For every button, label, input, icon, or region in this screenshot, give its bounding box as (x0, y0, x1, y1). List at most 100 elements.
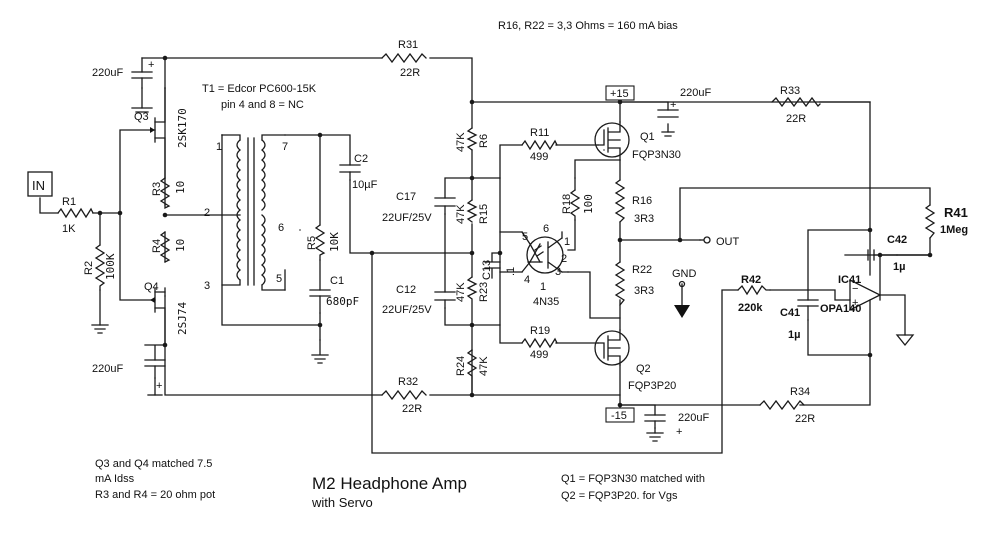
label-r23: R23 (478, 282, 490, 302)
transformer-pin-1: 1 (216, 141, 222, 153)
label-q1-part: FQP3N30 (632, 149, 681, 161)
resistor-r31 (381, 52, 427, 64)
ground-c1 (311, 339, 329, 364)
label-c42-value: 1µ (893, 261, 905, 273)
ground-opamp (895, 334, 915, 347)
label-r42-value: 220k (738, 302, 763, 314)
resistor-r16 (614, 179, 626, 223)
in-port: IN (27, 171, 53, 197)
label-ic41-part: OPA140 (820, 303, 861, 315)
resistor-r42 (737, 284, 771, 296)
opamp-plus: + (852, 297, 858, 309)
label-q4-part: 2SJ74 (176, 302, 189, 335)
label-r11: R11 (530, 127, 549, 139)
jfet-q3 (150, 87, 166, 179)
label-r42: R42 (741, 274, 761, 286)
note-transformer-2: pin 4 and 8 = NC (221, 99, 304, 111)
plus-sign: + (148, 59, 154, 71)
label-ic41: IC41 (838, 274, 861, 286)
label-c-top-right: 220uF (680, 87, 711, 99)
note-mosfet-2: Q2 = FQP3P20. for Vgs (561, 490, 678, 502)
label-r5: R5 (306, 236, 318, 250)
mosfet-q1 (594, 121, 630, 161)
label-c41-value: 1µ (788, 329, 800, 341)
resistor-r34 (759, 399, 805, 411)
capacitor-c-bot-left: + (144, 359, 166, 392)
optocoupler-4n35 (521, 231, 569, 274)
resistor-r4 (159, 231, 171, 263)
resistor-r33 (771, 96, 821, 108)
ground-r2 (91, 324, 109, 334)
label-4n35: 4N35 (533, 296, 559, 308)
label-r41: R41 (944, 205, 968, 220)
plus-sign: + (156, 380, 162, 392)
label-r18-value: 100 (582, 194, 595, 214)
label-r1-value: 1K (62, 223, 76, 235)
capacitor-c-top-right: + (657, 99, 679, 137)
resistor-r3 (159, 177, 171, 210)
transformer-pin-3: 3 (204, 280, 210, 292)
capacitor-c42 (867, 249, 898, 261)
label-r32-value: 22R (402, 403, 422, 415)
label-r33-value: 22R (786, 113, 806, 125)
capacitor-c2 (339, 164, 361, 181)
label-r31: R31 (398, 39, 418, 51)
jfet-q4 (150, 287, 166, 346)
label-q4: Q4 (144, 281, 159, 293)
opamp-minus: − (852, 283, 858, 295)
label-r16-value: 3R3 (634, 213, 654, 225)
gnd-label: GND (672, 268, 697, 280)
vneg-port: -15 (605, 407, 635, 423)
label-q1: Q1 (640, 131, 655, 143)
note-jfet-2: mA Idss (95, 473, 135, 485)
label-r31-value: 22R (400, 67, 420, 79)
label-c-bot-right: 220uF (678, 412, 709, 424)
label-r18: R18 (561, 194, 573, 214)
label-r24: R24 (455, 356, 467, 376)
label-r33: R33 (780, 85, 800, 97)
label-r3-value: 10 (174, 181, 187, 194)
label-c2-value: 10µF (352, 179, 378, 191)
resistor-r19 (521, 337, 558, 349)
label-r24-value: 47K (478, 356, 490, 376)
label-r11-value: 499 (530, 151, 548, 163)
label-c12: C12 (396, 284, 416, 296)
capacitor-c12 (434, 291, 456, 309)
opto-pin-6: 6 (543, 223, 549, 235)
label-r6-value: 47K (455, 132, 467, 152)
plus-sign: + (670, 99, 676, 111)
capacitor-c-top-left: + (131, 59, 154, 113)
label-r16: R16 (632, 195, 652, 207)
resistor-r32 (381, 389, 427, 401)
capacitor-c41 (797, 299, 819, 321)
resistor-r23 (466, 276, 478, 300)
resistor-r41 (924, 204, 936, 239)
vneg-label: -15 (611, 410, 627, 422)
note-transformer-1: T1 = Edcor PC600-15K (202, 83, 317, 95)
label-c17-value: 22UF/25V (382, 212, 432, 224)
notes: R16, R22 = 3,3 Ohms = 160 mA bias T1 = E… (95, 20, 705, 502)
label-r3: R3 (151, 182, 163, 196)
label-r19: R19 (530, 325, 550, 337)
opto-pin-5: 5 (522, 231, 528, 243)
page-subtitle: with Servo (311, 495, 373, 510)
label-r4-value: 10 (174, 239, 187, 252)
transformer-t1 (204, 134, 286, 291)
out-port: OUT (699, 236, 740, 248)
label-q2: Q2 (636, 363, 651, 375)
capacitor-c17 (434, 197, 456, 215)
transformer-pin-2: 2 (204, 207, 210, 219)
label-r19-value: 499 (530, 349, 548, 361)
resistor-r15 (466, 199, 478, 223)
capacitor-c13 (484, 252, 501, 279)
label-r41-value: 1Meg (940, 224, 968, 236)
note-jfet-3: R3 and R4 = 20 ohm pot (95, 489, 215, 501)
label-r23-value: 47K (455, 282, 467, 302)
label-r1: R1 (62, 196, 76, 208)
resistor-r24 (466, 349, 478, 396)
label-c12-value: 22UF/25V (382, 304, 432, 316)
vpos-port: +15 (605, 85, 635, 101)
label-r2-value: 100K (104, 253, 117, 280)
opto-pin-4: 4 (524, 274, 530, 286)
note-jfet-1: Q3 and Q4 matched 7.5 (95, 458, 212, 470)
